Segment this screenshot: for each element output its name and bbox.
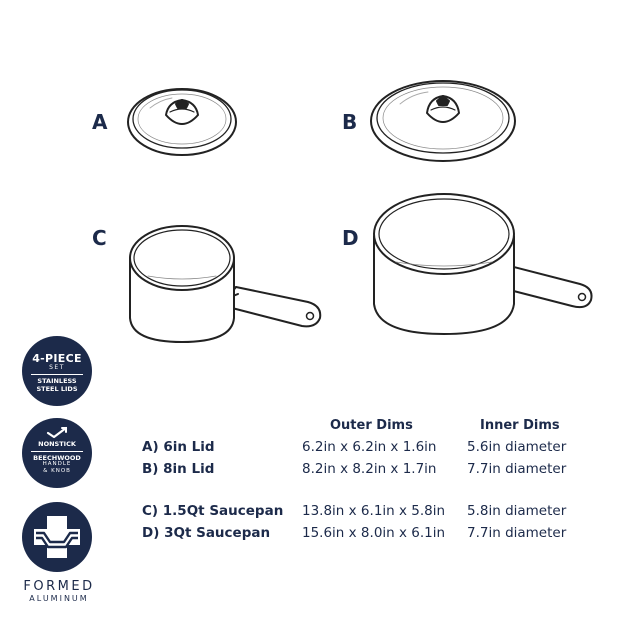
inner-dims-header: Inner Dims <box>480 418 560 433</box>
row-outer-1-5qt-saucepan: 13.8in x 6.1in x 5.8in <box>302 503 446 519</box>
row-inner-8in-lid: 7.7in diameter <box>467 461 567 477</box>
badge-set-lids: STEEL LIDS <box>36 384 78 393</box>
row-outer-8in-lid: 8.2in x 8.2in x 1.7in <box>302 461 437 477</box>
badge-set-title: 4-PIECE <box>32 352 82 365</box>
label-letter-d: D <box>342 226 359 250</box>
badge-set-material: STAINLESS <box>37 377 77 385</box>
row-outer-6in-lid: 6.2in x 6.2in x 1.6in <box>302 439 437 455</box>
four-piece-set-badge: 4-PIECE SET STAINLESS STEEL LIDS <box>22 336 92 406</box>
formed-aluminum-badge <box>22 502 92 572</box>
badge-divider <box>31 374 83 375</box>
aluminum-text: ALUMINUM <box>29 594 89 603</box>
badge-knob: & KNOB <box>43 467 71 474</box>
saucepan-d-illustration <box>373 193 593 335</box>
formed-aluminum-label: FORMED ALUMINUM <box>20 580 98 603</box>
badge-nonstick: NONSTICK <box>38 440 76 448</box>
row-inner-6in-lid: 5.6in diameter <box>467 439 567 455</box>
row-outer-3qt-saucepan: 15.6in x 8.0in x 6.1in <box>302 525 446 541</box>
nonstick-beechwood-badge: NONSTICK BEECHWOOD HANDLE & KNOB <box>22 418 92 488</box>
formed-text: FORMED <box>23 579 95 594</box>
row-label-8in-lid: B) 8in Lid <box>142 461 215 477</box>
outer-dims-header: Outer Dims <box>330 418 413 433</box>
badge-divider <box>31 450 83 452</box>
row-label-3qt-saucepan: D) 3Qt Saucepan <box>142 525 271 541</box>
badge-beechwood: BEECHWOOD <box>33 453 81 462</box>
lid-a-illustration <box>127 88 237 156</box>
saucepan-c-illustration <box>129 225 322 343</box>
badge-set-subtitle: SET <box>49 364 65 371</box>
badge-handle: HANDLE <box>42 461 72 467</box>
label-letter-b: B <box>342 110 358 134</box>
row-label-6in-lid: A) 6in Lid <box>142 439 215 455</box>
row-inner-1-5qt-saucepan: 5.8in diameter <box>467 503 567 519</box>
lid-b-illustration <box>370 80 516 162</box>
row-label-1-5qt-saucepan: C) 1.5Qt Saucepan <box>142 503 284 519</box>
label-letter-a: A <box>92 110 108 134</box>
label-letter-c: C <box>92 226 107 250</box>
row-inner-3qt-saucepan: 7.7in diameter <box>467 525 567 541</box>
check-arrow-icon <box>46 426 68 439</box>
pan-cross-section-icon <box>34 516 80 558</box>
